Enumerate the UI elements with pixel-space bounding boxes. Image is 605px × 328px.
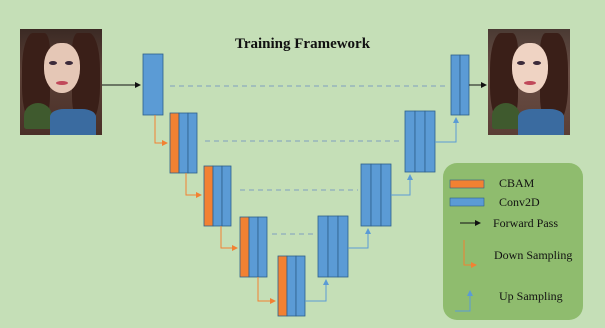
conv2d-layer xyxy=(295,255,306,317)
up-sampling-legend-arrow xyxy=(455,290,473,312)
encoder-block-4 xyxy=(239,216,268,278)
down-sampling-arrow-2 xyxy=(185,173,202,198)
up-sampling-arrows xyxy=(305,117,459,302)
conv2d-layer xyxy=(257,216,268,278)
legend xyxy=(443,163,583,320)
down-sampling-arrow-1 xyxy=(154,115,168,146)
forward-pass-legend-label: Forward Pass xyxy=(493,216,558,230)
conv2d-layer xyxy=(337,215,349,278)
encoder-block-2 xyxy=(169,112,198,174)
up-sampling-legend-label: Up Sampling xyxy=(499,289,563,303)
skip-connections xyxy=(170,85,448,235)
encoder-block-1 xyxy=(142,53,164,116)
conv2d-layer xyxy=(187,112,198,174)
cbam-legend-label: CBAM xyxy=(499,176,535,190)
conv2d-layer xyxy=(142,53,164,116)
down-sampling-legend-label: Down Sampling xyxy=(494,248,573,262)
cbam-legend-swatch xyxy=(449,179,485,189)
decoder-block-1 xyxy=(450,54,470,116)
bottleneck-block xyxy=(277,255,306,317)
down-sampling-arrow-4 xyxy=(257,277,276,304)
up-sampling-arrow-4 xyxy=(435,117,459,143)
down-sampling-legend-arrow xyxy=(463,240,477,268)
output-face-image xyxy=(488,29,570,135)
up-sampling-arrow-1 xyxy=(305,279,329,302)
decoder-block-4 xyxy=(317,215,349,278)
conv2d-legend-label: Conv2D xyxy=(499,195,540,209)
up-sampling-arrow-2 xyxy=(348,228,371,249)
diagram-title: Training Framework xyxy=(234,36,371,52)
conv2d-legend-swatch xyxy=(449,197,485,207)
encoder-block-3 xyxy=(203,165,232,227)
down-sampling-arrows xyxy=(154,115,276,304)
input-face-image xyxy=(20,29,102,135)
down-sampling-arrow-3 xyxy=(220,226,238,251)
conv2d-layer xyxy=(221,165,232,227)
up-sampling-arrow-3 xyxy=(391,174,413,196)
